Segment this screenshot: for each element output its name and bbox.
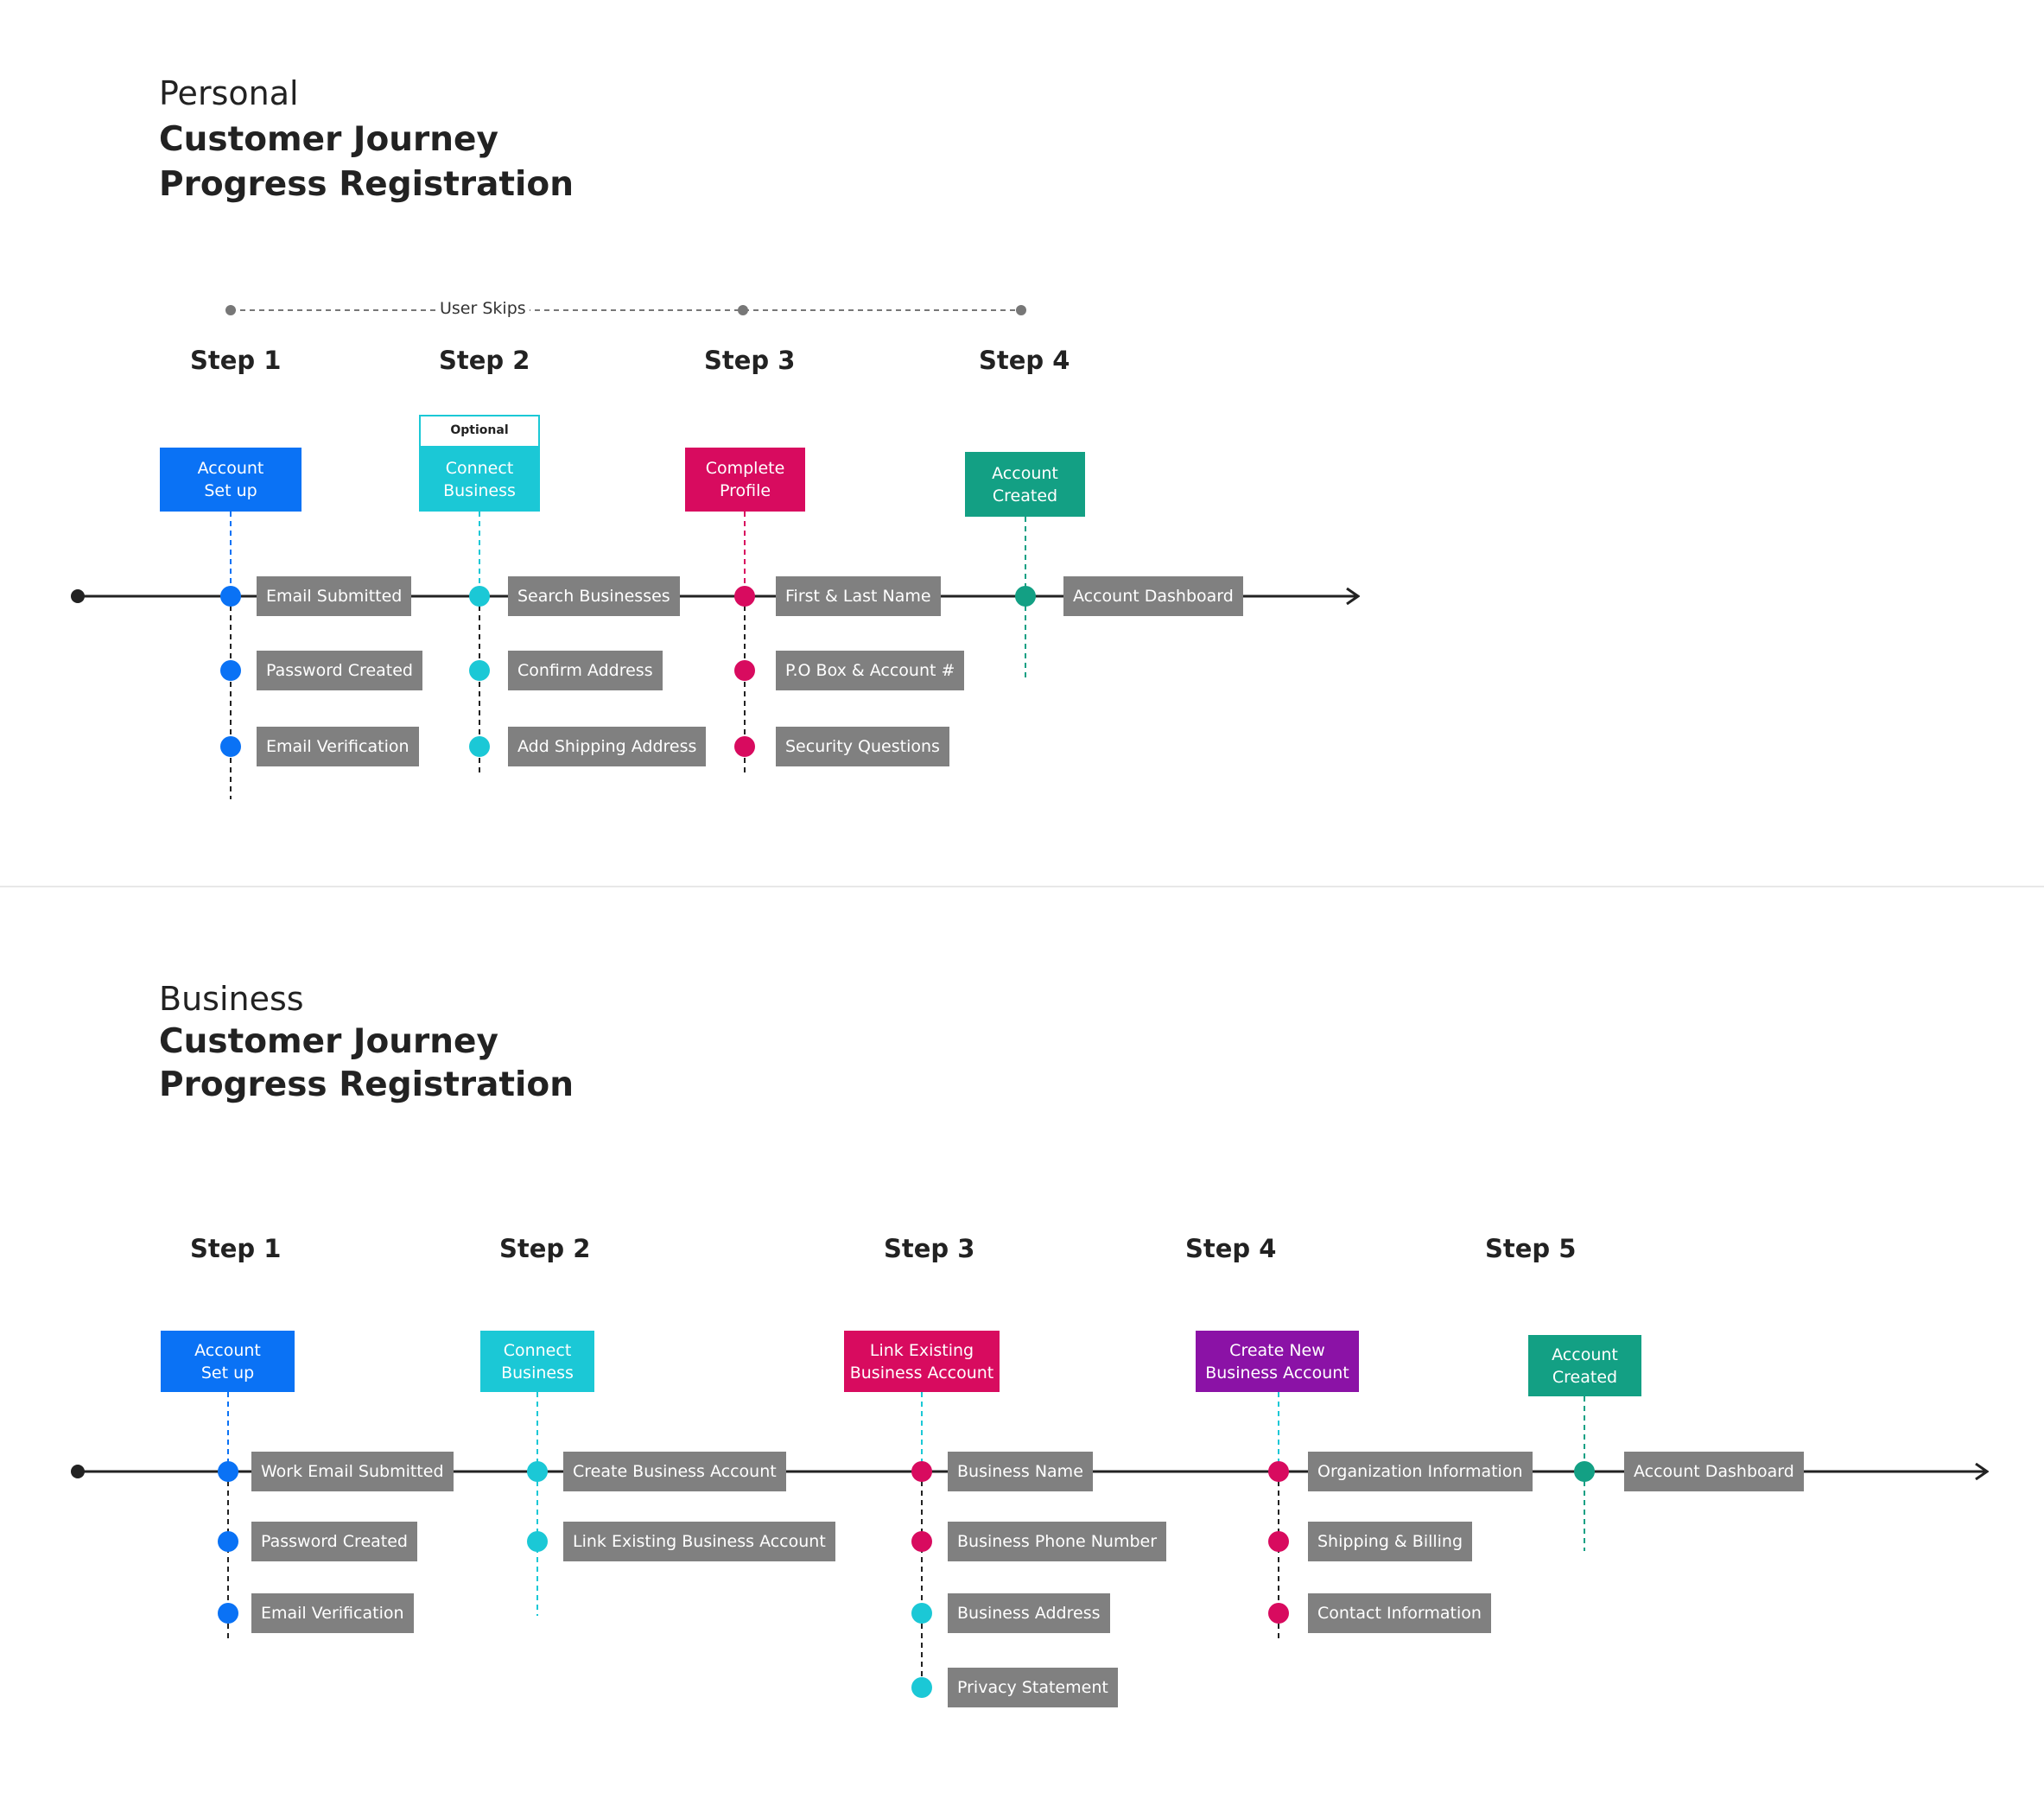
business-title-line2: Progress Registration	[159, 1065, 574, 1104]
personal-item: P.O Box & Account #	[776, 651, 965, 690]
personal-item: Password Created	[257, 651, 422, 690]
personal-step-2-label: Step 2	[439, 346, 530, 375]
business-item: Work Email Submitted	[251, 1452, 454, 1491]
business-item: Contact Information	[1308, 1593, 1491, 1633]
business-title-line1: Customer Journey	[159, 1022, 498, 1061]
personal-item: Email Verification	[257, 727, 419, 766]
business-item: Link Existing Business Account	[563, 1522, 835, 1561]
business-subtitle: Business	[159, 980, 304, 1018]
personal-item: Confirm Address	[508, 651, 663, 690]
business-item: Business Phone Number	[948, 1522, 1167, 1561]
user-skips-label: User Skips	[436, 299, 530, 318]
section-divider	[0, 886, 2044, 887]
personal-step-1-label: Step 1	[190, 346, 282, 375]
personal-item: First & Last Name	[776, 576, 941, 616]
business-item: Privacy Statement	[948, 1668, 1118, 1707]
business-step-4-label: Step 4	[1185, 1234, 1277, 1263]
business-item: Create Business Account	[563, 1452, 786, 1491]
personal-title-line2: Progress Registration	[159, 165, 574, 204]
business-step-3-label: Step 3	[884, 1234, 975, 1263]
personal-item: Security Questions	[776, 727, 949, 766]
skips-dot-1	[225, 305, 236, 315]
business-item: Business Name	[948, 1452, 1093, 1491]
personal-item: Account Dashboard	[1063, 576, 1243, 616]
skips-dot-3	[1016, 305, 1026, 315]
business-timeline-start	[71, 1465, 85, 1478]
business-step-5-label: Step 5	[1485, 1234, 1577, 1263]
personal-title-line1: Customer Journey	[159, 120, 498, 159]
business-item: Shipping & Billing	[1308, 1522, 1473, 1561]
business-step-1-label: Step 1	[190, 1234, 282, 1263]
business-item: Email Verification	[251, 1593, 414, 1633]
business-item: Account Dashboard	[1624, 1452, 1804, 1491]
business-item: Business Address	[948, 1593, 1110, 1633]
personal-lines	[71, 305, 2044, 799]
skips-dot-2	[738, 305, 748, 315]
personal-item: Email Submitted	[257, 576, 412, 616]
business-item: Organization Information	[1308, 1452, 1533, 1491]
personal-item: Search Businesses	[508, 576, 680, 616]
personal-item: Add Shipping Address	[508, 727, 707, 766]
business-step-2-label: Step 2	[499, 1234, 591, 1263]
personal-step-3-label: Step 3	[704, 346, 796, 375]
optional-tag: Optional	[419, 415, 540, 448]
personal-timeline-start	[71, 589, 85, 603]
personal-step-4-label: Step 4	[979, 346, 1070, 375]
personal-subtitle: Personal	[159, 74, 299, 112]
business-item: Password Created	[251, 1522, 417, 1561]
